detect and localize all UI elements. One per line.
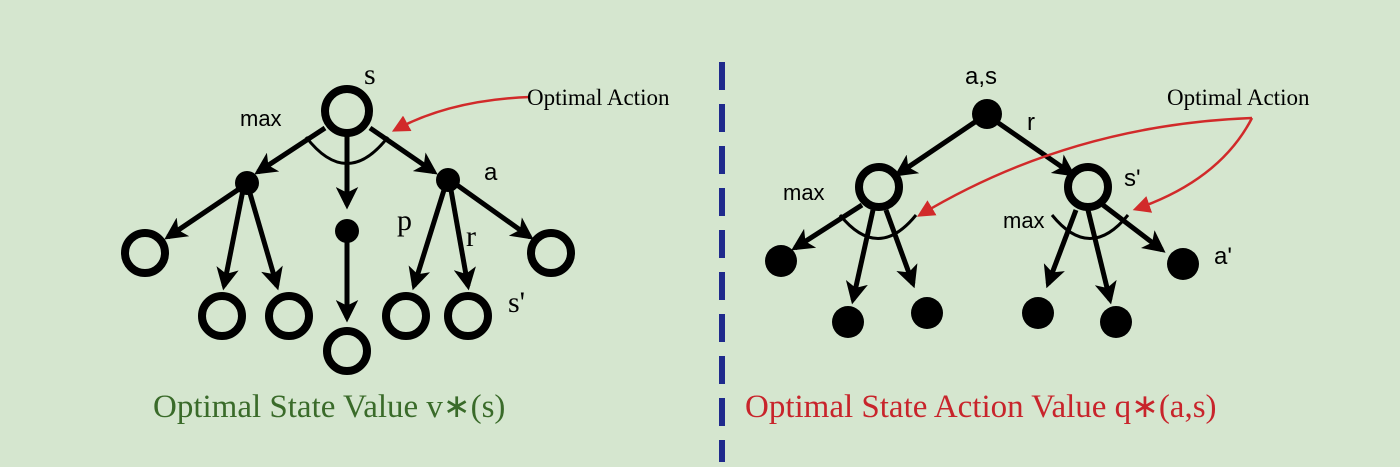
- edge: [791, 202, 864, 251]
- label-max-left: max: [783, 180, 825, 205]
- state-node: [382, 292, 430, 340]
- action-node: [765, 245, 797, 277]
- edge: [894, 119, 977, 177]
- max-arc: [838, 214, 918, 240]
- edge: [368, 125, 438, 175]
- edge: [455, 182, 534, 240]
- state-node: [198, 292, 246, 340]
- action-node: [832, 306, 864, 338]
- action-node: [1100, 306, 1132, 338]
- right-diagram: [765, 99, 1199, 338]
- edge: [995, 119, 1076, 177]
- edge: [1101, 203, 1166, 253]
- label-max: max: [240, 106, 282, 131]
- label-a-s: a,s: [965, 63, 997, 90]
- action-node: [335, 219, 359, 243]
- right-callout-arrow-1: [916, 116, 1253, 217]
- left-caption: Optimal State Value v∗(s): [153, 389, 505, 425]
- edge: [883, 209, 918, 289]
- state-node: [444, 292, 492, 340]
- right-caption: Optimal State Action Value q∗(a,s): [745, 389, 1217, 425]
- state-node: [265, 292, 313, 340]
- action-node: [235, 171, 259, 195]
- edge: [254, 125, 327, 175]
- edge: [448, 189, 476, 291]
- max-arc: [1050, 214, 1130, 240]
- edge: [408, 189, 447, 291]
- label-r: r: [466, 220, 476, 253]
- label-r: r: [1027, 109, 1035, 136]
- max-arc: [304, 136, 390, 165]
- action-node: [1167, 248, 1199, 280]
- left-callout-text: Optimal Action: [527, 85, 670, 110]
- state-node: [323, 327, 371, 375]
- action-node-root: [972, 99, 1002, 129]
- state-node: [855, 163, 903, 211]
- edge: [216, 189, 246, 291]
- right-callout-text: Optimal Action: [1167, 85, 1310, 110]
- label-s-prime: s': [1124, 165, 1141, 192]
- left-callout-arrow: [391, 95, 531, 132]
- label-max-right: max: [1003, 208, 1045, 233]
- right-callout-arrow-2: [1132, 117, 1254, 213]
- state-node: [527, 229, 575, 277]
- state-node: [121, 229, 169, 277]
- action-node: [911, 297, 943, 329]
- label-s: s: [364, 58, 376, 91]
- state-node: [1064, 163, 1112, 211]
- label-p: p: [397, 204, 412, 237]
- action-node: [1022, 297, 1054, 329]
- edge: [845, 209, 876, 305]
- edge: [1085, 209, 1117, 305]
- state-node-root: [321, 85, 373, 137]
- action-node: [436, 168, 460, 192]
- label-a: a: [484, 159, 498, 186]
- left-diagram: [121, 85, 575, 375]
- label-a-prime: a': [1214, 243, 1232, 270]
- edge: [164, 182, 247, 240]
- label-s-prime: s': [508, 286, 525, 319]
- edge: [1043, 209, 1079, 289]
- edge: [246, 189, 283, 291]
